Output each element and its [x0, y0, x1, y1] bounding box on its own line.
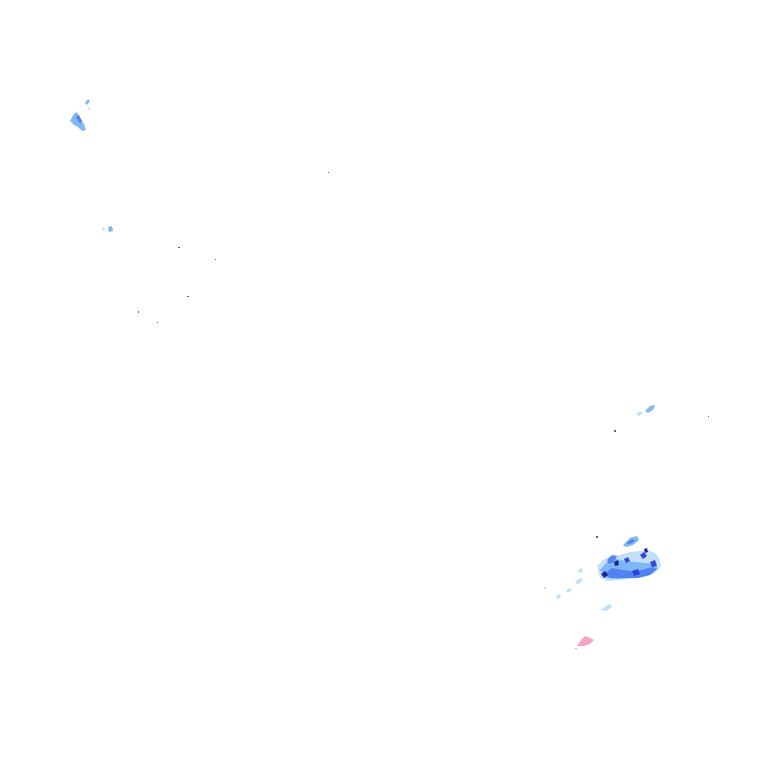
echo-speck: [215, 259, 216, 260]
echo-core: [624, 557, 630, 563]
echo-speck: [328, 172, 329, 173]
echo-patch: [636, 411, 643, 416]
echo-core: [650, 560, 657, 567]
echo-core: [601, 571, 608, 578]
echo-patch: [604, 567, 657, 578]
echo-speck: [88, 107, 91, 110]
echo-patch: [607, 555, 617, 564]
echo-core: [614, 560, 619, 566]
echo-speck: [187, 296, 189, 297]
echo-patch: [626, 539, 635, 544]
echo-speck: [544, 587, 546, 589]
echo-core: [632, 569, 640, 576]
echo-patch: [70, 112, 86, 131]
echo-patch: [578, 568, 583, 573]
echo-cluster-east: [614, 405, 655, 432]
echo-mixed-precip: [577, 636, 594, 646]
echo-cluster-southeast: [544, 536, 661, 649]
echo-speck: [102, 227, 105, 231]
echo-speck: [596, 536, 598, 538]
echo-patch: [76, 115, 82, 124]
echo-core: [644, 548, 648, 553]
echo-patch: [85, 99, 90, 105]
echo-patch: [645, 405, 655, 413]
echo-cluster-northwest: [70, 99, 113, 232]
echo-patch: [556, 594, 561, 599]
echo-speck: [575, 648, 577, 649]
echo-patch: [575, 578, 583, 585]
faint-specks: [138, 172, 709, 417]
echo-speck: [157, 322, 158, 323]
echo-core: [640, 552, 647, 559]
echo-speck: [708, 416, 709, 417]
echo-patch: [566, 588, 572, 593]
echo-speck: [178, 247, 180, 248]
echo-speck: [138, 311, 139, 313]
echo-speck: [614, 430, 616, 432]
echo-patch: [600, 604, 612, 611]
echo-speck: [108, 226, 113, 232]
